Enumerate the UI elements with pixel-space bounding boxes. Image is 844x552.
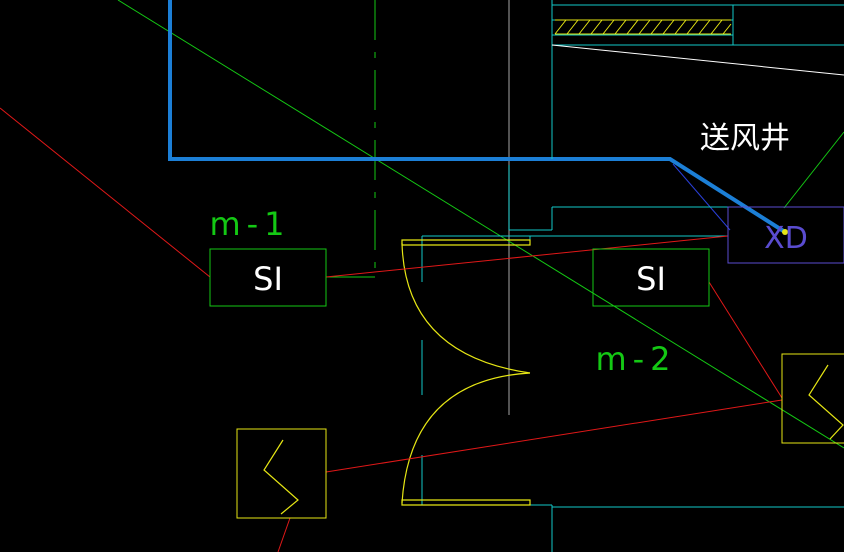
duct-end-point [782,229,788,235]
yellow-symbol-box-bottom[interactable] [236,428,327,519]
yellow-symbol-box-right[interactable] [781,353,844,444]
si-box-right[interactable] [592,248,710,307]
si-box-left[interactable] [209,248,327,307]
xd-box-label: XD [764,221,808,256]
tag-m1: m-1 [209,205,290,243]
supply-duct [168,0,787,234]
si-box-left-label: SI [253,260,283,298]
yellow-hatch-band [554,19,732,35]
tag-m2: m-2 [595,340,676,378]
shaft-label: 送风井 [700,121,790,156]
xd-box[interactable] [727,206,844,264]
red-control-lines [0,107,783,552]
green-diagonal-short [783,131,844,209]
cyan-wall-top-right [551,0,844,159]
green-diagonal-line [117,0,844,449]
supply-duct-thin [672,163,731,231]
white-diagonal-line [551,44,844,76]
si-box-right-label: SI [636,260,666,298]
